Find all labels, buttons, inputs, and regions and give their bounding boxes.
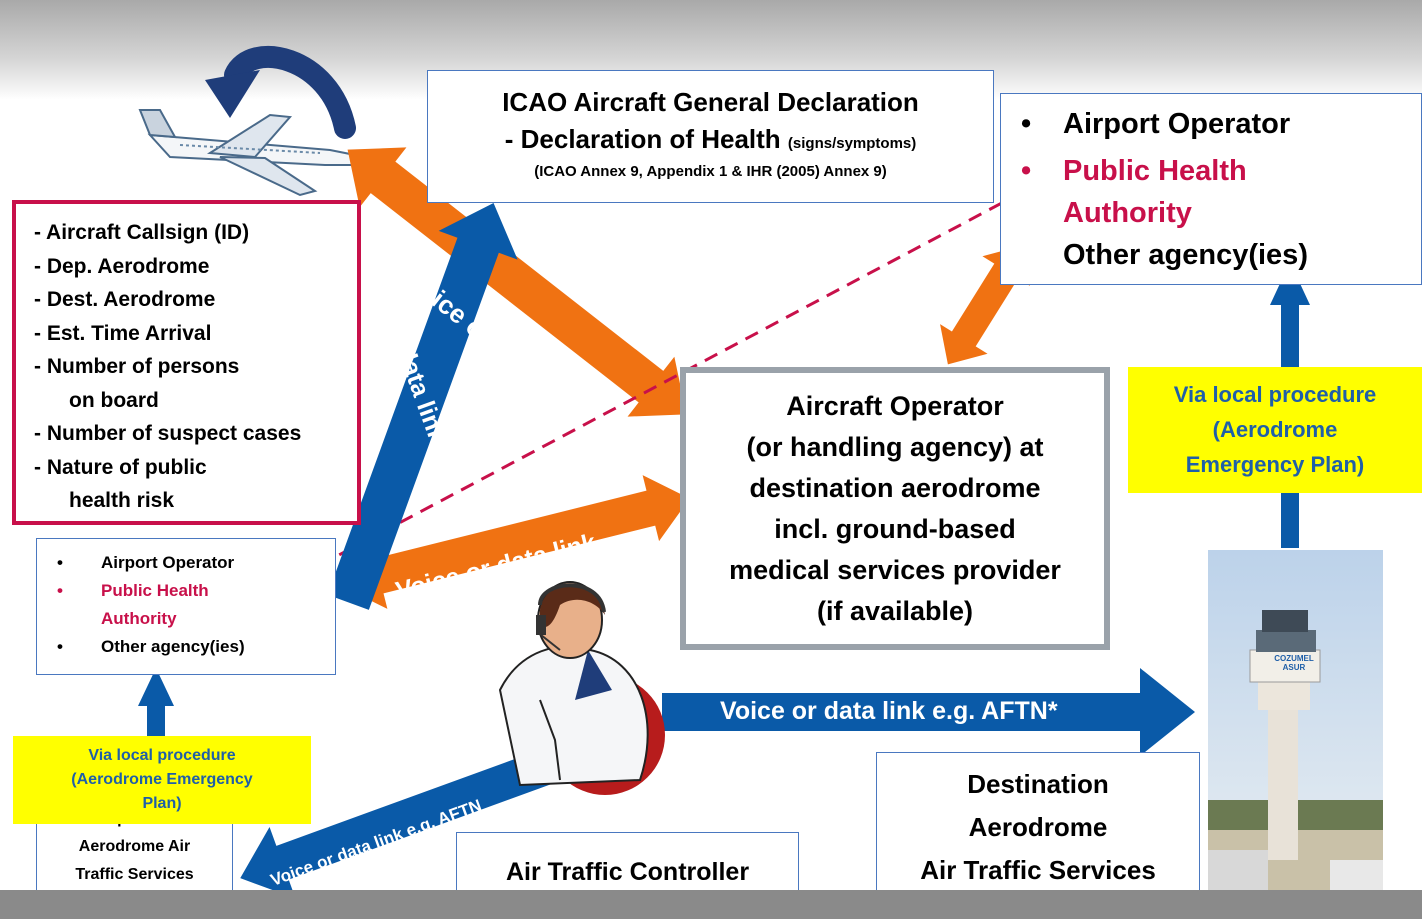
- operator-line: medical services provider: [729, 555, 1061, 585]
- via-local-procedure-left: Via local procedure (Aerodrome Emergency…: [13, 736, 311, 824]
- info-line: - Number of suspect cases: [34, 422, 302, 445]
- via-local-line: Via local procedure: [88, 747, 236, 764]
- dest-agency-airport-operator: • Airport Operator: [1021, 108, 1421, 150]
- declaration-subtitle-small: (signs/symptoms): [787, 135, 917, 152]
- info-line: health risk: [69, 489, 175, 512]
- operator-line: (or handling agency) at: [746, 432, 1044, 462]
- arrow-label-blue-right: Voice or data link e.g. AFTN*: [720, 697, 1058, 725]
- bullet: •: [57, 581, 63, 600]
- declaration-subtitle-main: - Declaration of Health: [504, 124, 781, 154]
- operator-line: (if available): [816, 596, 974, 626]
- bottom-band: [0, 890, 1422, 919]
- destination-ats-box: Destination Aerodrome Air Traffic Servic…: [876, 752, 1200, 900]
- aircraft-operator-box: Aircraft Operator (or handling agency) a…: [680, 367, 1110, 650]
- bullet: •: [1021, 108, 1032, 140]
- aircraft-info-box: - Aircraft Callsign (ID) - Dep. Aerodrom…: [12, 200, 361, 525]
- operator-line: destination aerodrome: [749, 473, 1041, 503]
- blue-arrow-up-left: [138, 668, 174, 740]
- info-line: on board: [69, 388, 159, 412]
- destination-ats-line: Aerodrome: [968, 812, 1108, 842]
- destination-ats-line: Destination: [967, 769, 1109, 799]
- blue-arrow-left: [240, 736, 590, 899]
- info-line: - Dest. Aerodrome: [34, 288, 216, 311]
- control-tower-photo: [1208, 550, 1383, 890]
- bullet: •: [1021, 155, 1032, 187]
- declaration-reference: (ICAO Annex 9, Appendix 1 & IHR (2005) A…: [534, 163, 887, 180]
- dest-agency-text: Other agency(ies): [1063, 239, 1308, 271]
- dest-agency-other: Other agency(ies): [1021, 234, 1421, 276]
- controller-person-icon: [498, 581, 665, 795]
- airplane-icon: [138, 109, 356, 197]
- dep-agency-text: Airport Operator: [101, 553, 235, 572]
- declaration-subtitle: - Declaration of Health (signs/symptoms): [428, 124, 993, 155]
- info-line: - Dep. Aerodrome: [34, 254, 210, 278]
- via-local-line: (Aerodrome: [1212, 417, 1338, 442]
- dep-agency-text: Other agency(ies): [101, 637, 245, 656]
- atc-label: Air Traffic Controller: [505, 858, 750, 886]
- orange-arrow-horizontal: [340, 475, 690, 609]
- departure-ats-line: Traffic Services: [75, 866, 194, 883]
- curved-arrow-icon: [205, 46, 356, 139]
- info-line: - Est. Time Arrival: [34, 321, 212, 345]
- dep-agency-airport-operator: • Airport Operator: [57, 549, 335, 577]
- dest-agency-text: Airport Operator: [1063, 108, 1291, 140]
- dep-agency-public-health: • Public Health Authority: [57, 577, 241, 633]
- bullet: •: [57, 637, 63, 656]
- via-local-line: Emergency Plan): [1185, 452, 1365, 477]
- tower-sign-line: COZUMEL: [1274, 654, 1314, 663]
- blue-arrow-to-atc: [327, 202, 518, 610]
- declaration-title: ICAO Aircraft General Declaration: [502, 87, 919, 117]
- declaration-box: ICAO Aircraft General Declaration - Decl…: [427, 70, 994, 203]
- operator-line: incl. ground-based: [774, 514, 1016, 544]
- dep-agency-other: • Other agency(ies): [57, 633, 335, 661]
- dest-agency-public-health: • Public Health Authority: [1021, 150, 1273, 234]
- info-line: - Number of persons: [34, 355, 240, 378]
- via-local-line: (Aerodrome Emergency: [71, 771, 253, 788]
- orange-arrow-diagonal: [347, 147, 687, 417]
- dest-agency-text: Public Health Authority: [1063, 155, 1247, 229]
- operator-line: Aircraft Operator: [786, 391, 1004, 421]
- tower-sign-line: ASUR: [1282, 663, 1306, 672]
- blue-arrow-right: [662, 668, 1195, 756]
- via-local-procedure-right: Via local procedure (Aerodrome Emergency…: [1128, 367, 1422, 493]
- dest-agencies-box: • Airport Operator • Public Health Autho…: [1000, 93, 1422, 285]
- destination-ats-line: Air Traffic Services: [920, 855, 1156, 885]
- bullet: •: [57, 553, 63, 572]
- info-line: - Aircraft Callsign (ID): [34, 221, 250, 244]
- dep-agencies-box: • Airport Operator • Public Health Autho…: [36, 538, 336, 675]
- tower-sign: COZUMEL ASUR: [1272, 654, 1316, 672]
- info-line: - Nature of public: [34, 455, 207, 479]
- dep-agency-text: Public Health Authority: [101, 581, 209, 628]
- via-local-line: Via local procedure: [1173, 382, 1377, 407]
- departure-ats-line: Aerodrome Air: [78, 838, 191, 855]
- via-local-line: Plan): [142, 795, 182, 812]
